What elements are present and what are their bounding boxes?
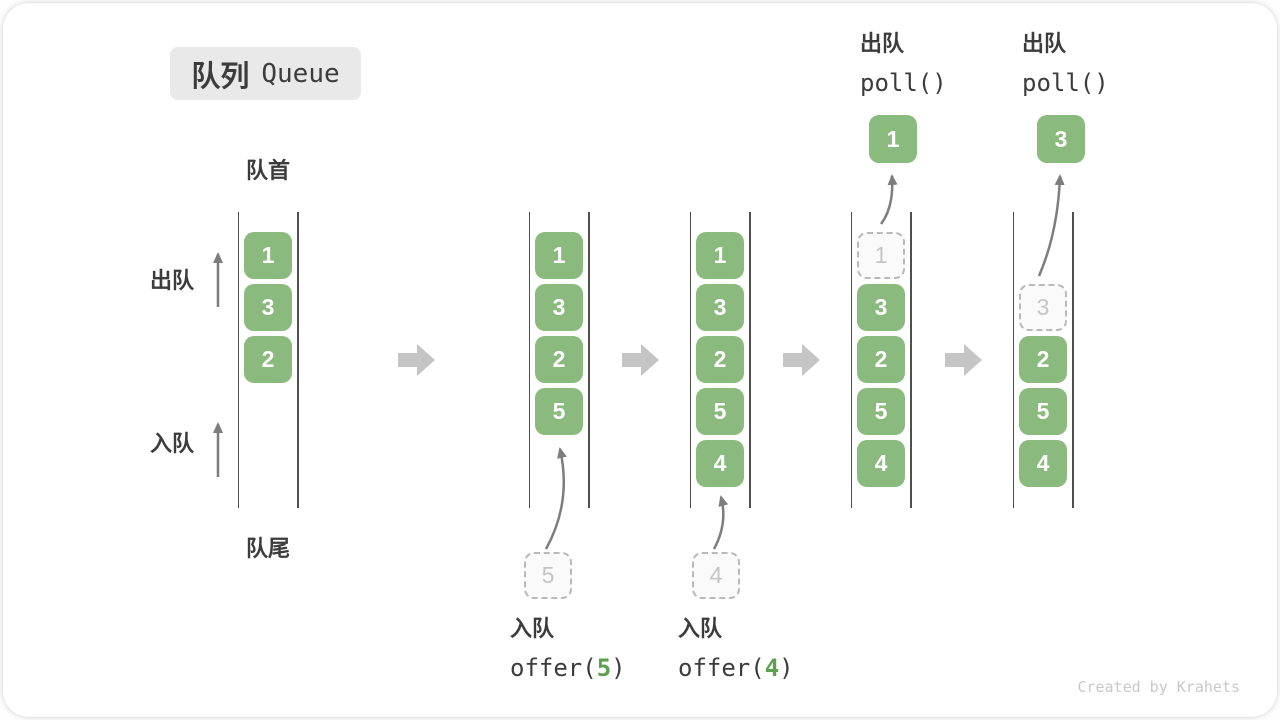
operation-dequeue-3: 出队 poll() [1022,29,1109,98]
queue-5-right-wall [1072,212,1074,508]
queue-element: 3 [535,284,583,331]
queue-element: 1 [535,232,583,279]
queue-element: 5 [857,388,905,435]
state-transition-arrow-icon [783,344,820,376]
queue-element: 2 [244,336,292,383]
label-dequeue-direction: 出队 [150,268,195,293]
dequeue-op-label: 出队 [1022,31,1067,56]
code-pre: offer( [678,654,765,682]
queue-element: 3 [696,284,744,331]
state-transition-arrow-icon [945,344,982,376]
polled-element: 1 [869,115,917,163]
state-transition-arrow-icon [398,344,435,376]
title-box: 队列 Queue [170,47,361,100]
code-arg: 4 [764,654,780,682]
dequeue-op-code: poll() [1022,69,1109,97]
queue-3-right-wall [749,212,751,508]
queue-2-right-wall [588,212,590,508]
queue-4-left-wall [850,212,852,508]
poll-3-arrow [1037,174,1065,277]
dequeue-op-code: poll() [860,69,947,97]
queue-element: 4 [1019,440,1067,487]
label-enqueue-direction: 入队 [150,431,195,456]
incoming-element: 5 [524,552,572,599]
label-queue-rear: 队尾 [245,536,290,561]
queue-element: 1 [696,232,744,279]
queue-3-left-wall [689,212,691,508]
code-arg: 5 [596,654,612,682]
enqueue-op-code: offer(5) [510,653,626,683]
queue-element: 2 [857,336,905,383]
operation-enqueue-5: 入队 offer(5) [510,614,626,683]
enqueue-op-label: 入队 [678,616,723,641]
queue-2-left-wall [528,212,530,508]
enqueue-4-arrow [712,495,729,550]
title-label-en: Queue [261,58,340,89]
enqueue-5-arrow [544,447,567,550]
queue-element: 4 [696,440,744,487]
queue-element: 2 [535,336,583,383]
poll-1-arrow [879,174,898,225]
title-label-zh: 队列 [191,60,250,93]
code-post: ) [611,654,626,682]
watermark: Created by Krahets [1077,678,1240,696]
queue-5-left-wall [1012,212,1014,508]
queue-element: 3 [244,284,292,331]
code-post: ) [779,654,794,682]
queue-element: 1 [244,232,292,279]
removed-element-placeholder: 1 [857,232,905,279]
label-queue-front: 队首 [245,158,290,183]
queue-element: 2 [1019,336,1067,383]
queue-element: 5 [696,388,744,435]
operation-dequeue-1: 出队 poll() [860,29,947,98]
removed-element-placeholder: 3 [1019,284,1067,331]
queue-4-right-wall [910,212,912,508]
code-pre: offer( [510,654,597,682]
dequeue-op-label: 出队 [860,31,905,56]
queue-1-right-wall [297,212,299,508]
queue-1-left-wall [237,212,239,508]
queue-element: 4 [857,440,905,487]
queue-element: 3 [857,284,905,331]
operation-enqueue-4: 入队 offer(4) [678,614,794,683]
queue-element: 5 [1019,388,1067,435]
enqueue-op-code: offer(4) [678,653,794,683]
enqueue-op-label: 入队 [510,616,555,641]
queue-element: 5 [535,388,583,435]
polled-element: 3 [1037,115,1085,163]
queue-element: 2 [696,336,744,383]
incoming-element: 4 [692,552,740,599]
state-transition-arrow-icon [622,344,659,376]
